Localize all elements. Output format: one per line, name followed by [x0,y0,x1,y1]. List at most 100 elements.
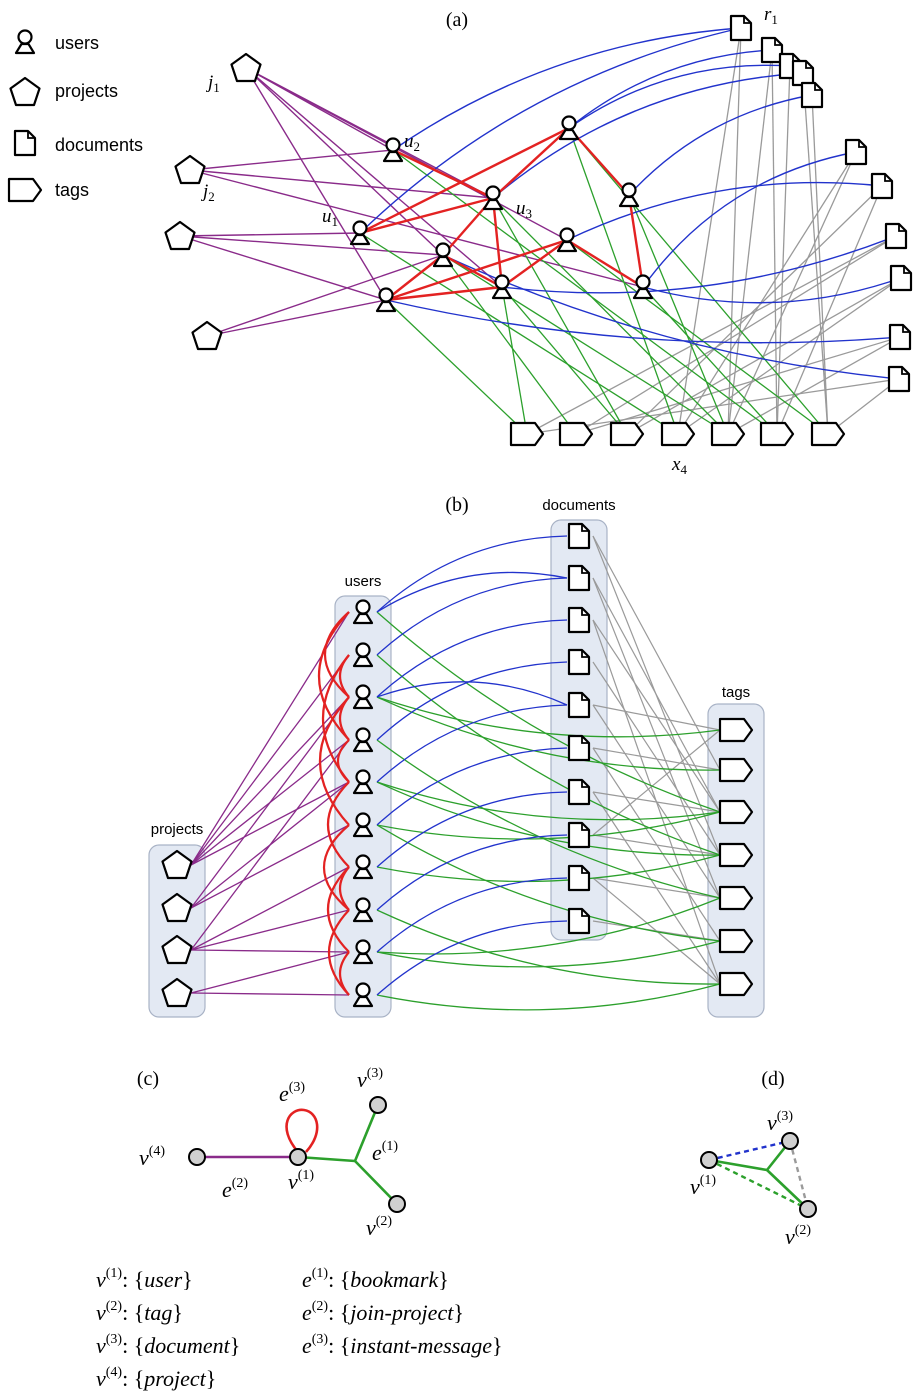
document-icon [567,606,591,634]
document-icon [888,323,912,351]
a-join-project-edge [179,232,361,237]
document-icon [887,365,911,393]
a-join-project-edge [179,235,444,256]
panel-a: (a) users projects documents tags j1 j2 … [7,4,913,477]
b-instant-message-edge [338,866,350,911]
user-icon [558,115,580,141]
a-doc-tag-edge [727,151,857,435]
b-user-tag-edge [376,611,721,813]
panel-b: (b) projects users documents tags [148,494,765,1018]
b-user-tag-edge [376,940,721,968]
b-instant-message-edge [328,909,350,996]
a-bookmark-doc-edge [628,94,813,196]
b-bookmark-doc-edge [376,747,568,826]
b-instant-message-edge [338,654,350,698]
b-join-project-edge [190,696,350,866]
b-instant-message-edge [338,951,350,996]
panel-a-edges [179,27,902,435]
a-user-tag-edge [442,254,729,435]
b-user-tag-edge [376,696,721,771]
b-instant-message-edge [338,696,350,741]
b-instant-message-edge [327,866,350,953]
a-doc-tag-edge [776,185,883,435]
a-doc-tag-edge [526,235,897,435]
dashed-edge-v1-v3 [708,1139,791,1162]
b-user-tag-edge [376,654,721,856]
label-d-v3: v(3) [767,1109,793,1135]
a-user-tag-edge [385,299,528,435]
a-doc-tag-edge [626,277,902,435]
label-u2: u2 [404,131,420,154]
b-join-project-edge [190,739,350,951]
a-bookmark-doc-edge [392,27,742,151]
tag-icon [718,928,754,954]
b-user-tag-edge [376,897,721,955]
dashed-edge-v1-v2 [708,1158,809,1211]
a-instant-message-edge [359,126,570,235]
legend-project-icon [9,76,41,107]
label-x4: x4 [671,454,687,477]
users-group-label: users [345,573,382,590]
def-e2: e(2): {join-project} [302,1299,464,1325]
user-icon [618,182,640,208]
document-icon [567,907,591,935]
b-doc-tag-edge [592,577,721,899]
legend-document-icon [13,129,37,157]
a-doc-tag-edge [677,27,742,435]
b-doc-tag-edge [592,877,721,899]
b-bookmark-doc-edge [376,704,568,783]
def-v3: v(3): {document} [96,1332,240,1358]
tag-icon [509,421,545,447]
b-instant-message-edge [323,824,350,911]
projects-group-label: projects [151,821,204,838]
b-join-project-edge [190,992,350,996]
edge-e3-instant-message [285,1108,319,1153]
a-user-tag-edge [568,127,679,435]
b-bookmark-doc-edge [376,535,568,613]
legend-user-icon [14,29,36,55]
document-icon [567,648,591,676]
document-icon [567,564,591,592]
a-join-project-edge [189,149,394,171]
a-join-project-edge [189,169,494,199]
label-r1: r1 [764,4,778,27]
node-v3 [369,1096,387,1114]
a-user-tag-edge [568,127,829,435]
document-icon [870,172,894,200]
b-doc-tag-edge [592,920,721,942]
b-instant-message-edge [318,611,350,741]
document-icon [567,691,591,719]
a-doc-tag-edge [677,277,902,435]
a-join-project-edge [245,67,568,241]
b-join-project-edge [190,824,350,909]
a-doc-tag-edge [827,378,900,435]
b-instant-message-edge [327,781,350,868]
a-instant-message-edge [385,285,503,302]
def-v4: v(4): {project} [96,1365,216,1391]
b-bookmark-doc-edge [376,834,568,911]
definitions: v(1): {user} v(2): {tag} v(3): {document… [96,1266,503,1391]
b-bookmark-doc-edge [376,920,568,996]
a-join-project-edge [206,299,387,337]
label-v2: v(2) [366,1214,392,1240]
a-user-tag-edge [501,286,528,435]
b-bookmark-doc-edge [376,681,568,706]
document-icon [844,138,868,166]
a-instant-message-edge [385,238,568,302]
a-user-tag-edge [492,197,729,435]
b-user-tag-edge [376,781,721,856]
panel-c-labels: v(4) e(2) e(3) v(1) v(3) e(1) v(2) [139,1066,398,1240]
b-user-tag-edge [376,696,721,738]
b-instant-message-edge [336,739,350,783]
b-doc-tag-edge [592,619,721,813]
tags-group-label: tags [722,684,750,701]
a-instant-message-edge [385,254,444,301]
a-bookmark-doc-edge [568,64,791,129]
a-instant-message-edge [442,253,503,289]
def-e3: e(3): {instant-message} [302,1332,503,1358]
tag-icon [710,421,746,447]
label-v1: v(1) [288,1168,314,1194]
project-icon [164,220,196,251]
b-bookmark-doc-edge [376,791,568,868]
